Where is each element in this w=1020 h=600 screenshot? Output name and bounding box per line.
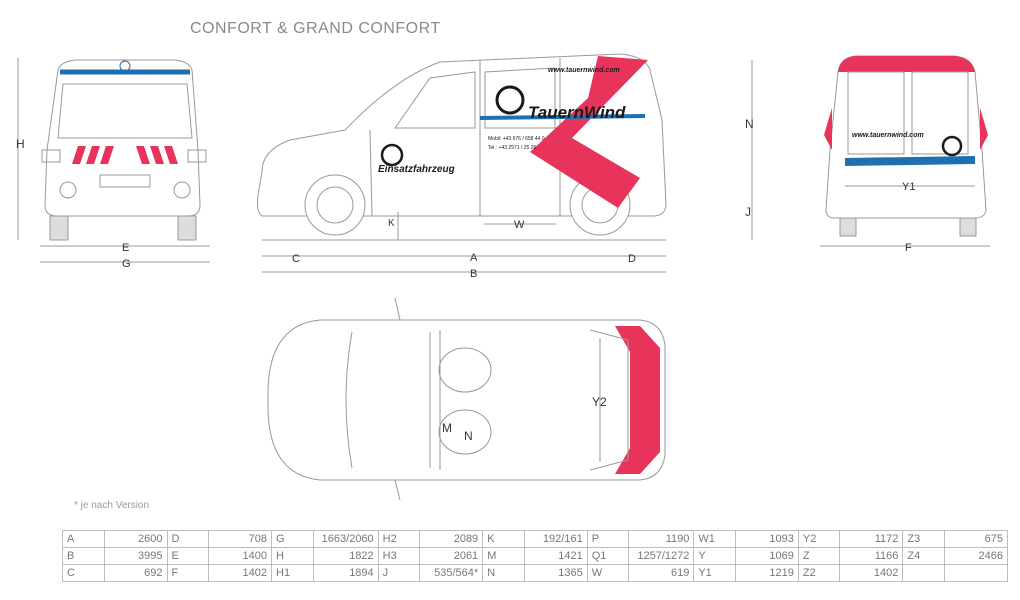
spec-key: Z3 [902,530,945,548]
spec-value: 1822 [312,547,379,565]
spec-value: 1421 [523,547,588,565]
spec-key: Y2 [797,530,841,548]
spec-key: Y [693,547,736,565]
spec-key: B [62,547,105,565]
spec-value: 2600 [103,530,168,548]
dim-label-e: E [122,242,129,254]
spec-value: 692 [103,564,168,582]
spec-value: 3995 [103,547,168,565]
brand-url-rear: www.tauernwind.com [852,132,924,139]
side-label: Einsatzfahrzeug [378,164,455,175]
spec-key: Z [797,547,841,565]
dim-label-n-top: N [464,429,473,443]
spec-key: H1 [271,564,314,582]
spec-value: 675 [943,530,1009,548]
spec-key: Q1 [586,547,630,565]
spec-value: 2061 [419,547,484,565]
dim-label-a: A [470,252,478,264]
spec-value: 619 [628,564,695,582]
spec-value: 192/161 [523,530,588,548]
dim-label-j: J [745,205,751,219]
spec-key: A [62,530,105,548]
spec-value: 1093 [734,530,799,548]
spec-key [902,564,945,582]
phone-mobile: Mobil: +43 676 / 658 44 0 [488,136,545,142]
spec-key: Y1 [693,564,736,582]
spec-value: 1190 [628,530,695,548]
spec-key: W1 [693,530,736,548]
spec-key: Z2 [797,564,841,582]
phone-landline: Tel.: +43 2571 / 25 26 [488,145,536,151]
dim-label-m: M [442,421,452,435]
spec-value: 708 [208,530,273,548]
spec-value: 2089 [419,530,484,548]
spec-key: P [586,530,630,548]
spec-key: H [271,547,314,565]
dim-label-f: F [905,242,912,254]
dim-label-g: G [122,258,131,270]
dim-label-h: H [16,137,25,151]
spec-key: H2 [377,530,421,548]
spec-value: 1166 [839,547,904,565]
dim-label-w: W [514,219,525,231]
side-view [257,53,753,273]
version-note: * je nach Version [74,500,150,511]
spec-value: 1365 [523,564,588,582]
spec-value: 1219 [734,564,799,582]
front-view [17,58,210,263]
spec-key: Z4 [902,547,945,565]
spec-key: N [482,564,525,582]
dim-label-d: D [628,253,636,265]
dim-label-c: C [292,253,300,265]
dim-label-k: K [388,218,395,229]
spec-key: E [166,547,210,565]
top-view [267,297,666,501]
spec-value: 1402 [208,564,273,582]
spec-key: C [62,564,105,582]
spec-value: 1172 [839,530,904,548]
dim-label-b: B [470,268,477,280]
spec-key: W [586,564,630,582]
spec-value [943,564,1009,582]
spec-key: H3 [377,547,421,565]
dim-label-n: N [745,117,754,131]
spec-value: 1400 [208,547,273,565]
spec-value: 535/564* [419,564,484,582]
spec-value: 1894 [312,564,379,582]
spec-key: F [166,564,210,582]
page-title: CONFORT & GRAND CONFORT [190,20,441,37]
dim-label-y1: Y1 [902,181,915,193]
dim-label-y2: Y2 [592,395,607,409]
spec-key: M [482,547,525,565]
spec-value: 2466 [943,547,1009,565]
spec-key: G [271,530,314,548]
spec-value: 1402 [839,564,904,582]
spec-value: 1663/2060 [312,530,379,548]
spec-value: 1257/1272 [628,547,695,565]
rear-view [820,55,990,247]
spec-key: J [377,564,421,582]
brand-name-side: TauernWind [528,103,626,122]
spec-key: D [166,530,210,548]
brand-url-side: www.tauernwind.com [548,67,620,74]
spec-value: 1069 [734,547,799,565]
spec-key: K [482,530,525,548]
